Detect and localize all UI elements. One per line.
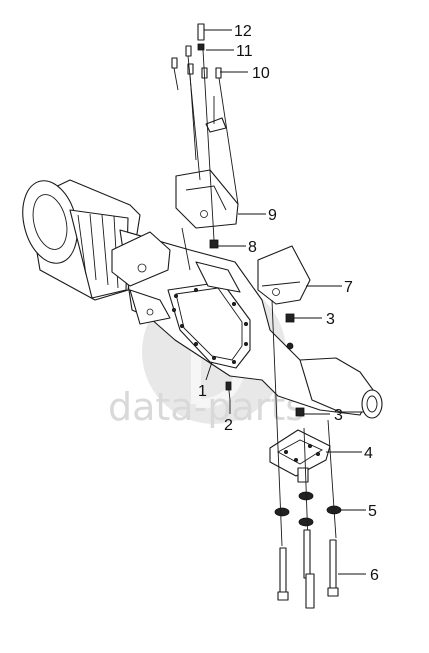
- callout-8: 8: [248, 239, 257, 256]
- callout-1: 1: [198, 383, 207, 400]
- watermark-text: data-parts: [108, 385, 305, 429]
- part-2-pin: [225, 381, 232, 401]
- assembly-lines-top: [173, 49, 239, 271]
- callout-12: 12: [234, 23, 252, 40]
- callout-7: 7: [344, 279, 353, 296]
- leader-lines: [204, 29, 366, 575]
- callout-3-upper: 3: [326, 311, 335, 328]
- callout-labels: 12 11 10 9 8 7 3 1 3 2 4 5 6: [198, 23, 379, 584]
- part-9-bracket: [175, 169, 239, 229]
- top-bolts: [171, 23, 222, 79]
- part-10-bracket: [205, 96, 227, 133]
- part-5-washers: [274, 491, 342, 527]
- callout-10: 10: [252, 65, 270, 82]
- callout-2: 2: [224, 417, 233, 434]
- part-6-bolts: [271, 299, 339, 609]
- callout-11: 11: [236, 43, 253, 60]
- axle-housing: [22, 179, 383, 419]
- callout-5: 5: [368, 503, 377, 520]
- callout-3-lower: 3: [334, 407, 343, 424]
- nuts: [209, 239, 305, 417]
- callout-4: 4: [364, 445, 373, 462]
- callout-9: 9: [268, 207, 277, 224]
- part-7-bracket: [257, 245, 311, 305]
- part-4-plate: [269, 429, 331, 483]
- callout-6: 6: [370, 567, 379, 584]
